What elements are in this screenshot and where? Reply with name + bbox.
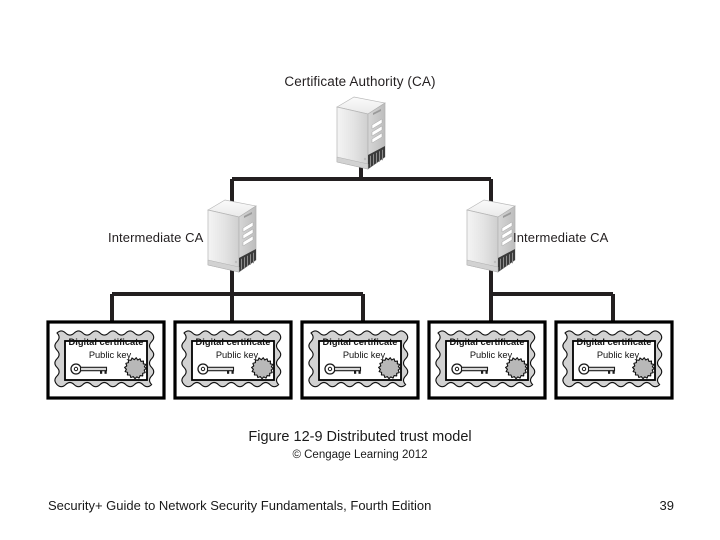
certificate-subtitle: Public key <box>89 350 132 360</box>
intermediate-ca-right-label: Intermediate CA <box>513 230 609 245</box>
certificate-2: Digital certificate Public key <box>173 320 293 400</box>
certificate-1: Digital certificate Public key <box>46 320 166 400</box>
root-ca-server-icon <box>336 96 386 170</box>
slide-footer: Security+ Guide to Network Security Fund… <box>0 498 720 520</box>
certificate-title: Digital certificate <box>196 337 271 347</box>
certificate-title: Digital certificate <box>69 337 144 347</box>
certificate-title: Digital certificate <box>577 337 652 347</box>
certificate-title: Digital certificate <box>450 337 525 347</box>
figure-caption: Figure 12-9 Distributed trust model © Ce… <box>0 428 720 463</box>
certificate-4: Digital certificate Public key <box>427 320 547 400</box>
root-ca-label: Certificate Authority (CA) <box>284 74 436 89</box>
certificate-subtitle: Public key <box>470 350 513 360</box>
certificate-subtitle: Public key <box>343 350 386 360</box>
diagram-svg: Digital certificate Public key Digital c… <box>46 96 674 400</box>
intermediate-ca-right-server-icon <box>466 199 516 273</box>
certificate-3: Digital certificate Public key <box>300 320 420 400</box>
certificate-5: Digital certificate Public key <box>554 320 674 400</box>
intermediate-ca-left-server-icon <box>207 199 257 273</box>
certificate-title: Digital certificate <box>323 337 398 347</box>
certificate-subtitle: Public key <box>216 350 259 360</box>
distributed-trust-diagram: Digital certificate Public key Digital c… <box>46 74 674 400</box>
certificate-subtitle: Public key <box>597 350 640 360</box>
figure-caption-credit: © Cengage Learning 2012 <box>292 449 428 461</box>
footer-book-title: Security+ Guide to Network Security Fund… <box>48 498 432 513</box>
figure-caption-title: Figure 12-9 Distributed trust model <box>248 429 472 445</box>
connector-lines <box>110 160 615 322</box>
intermediate-ca-left-label: Intermediate CA <box>108 230 204 245</box>
footer-page-number: 39 <box>659 498 674 513</box>
